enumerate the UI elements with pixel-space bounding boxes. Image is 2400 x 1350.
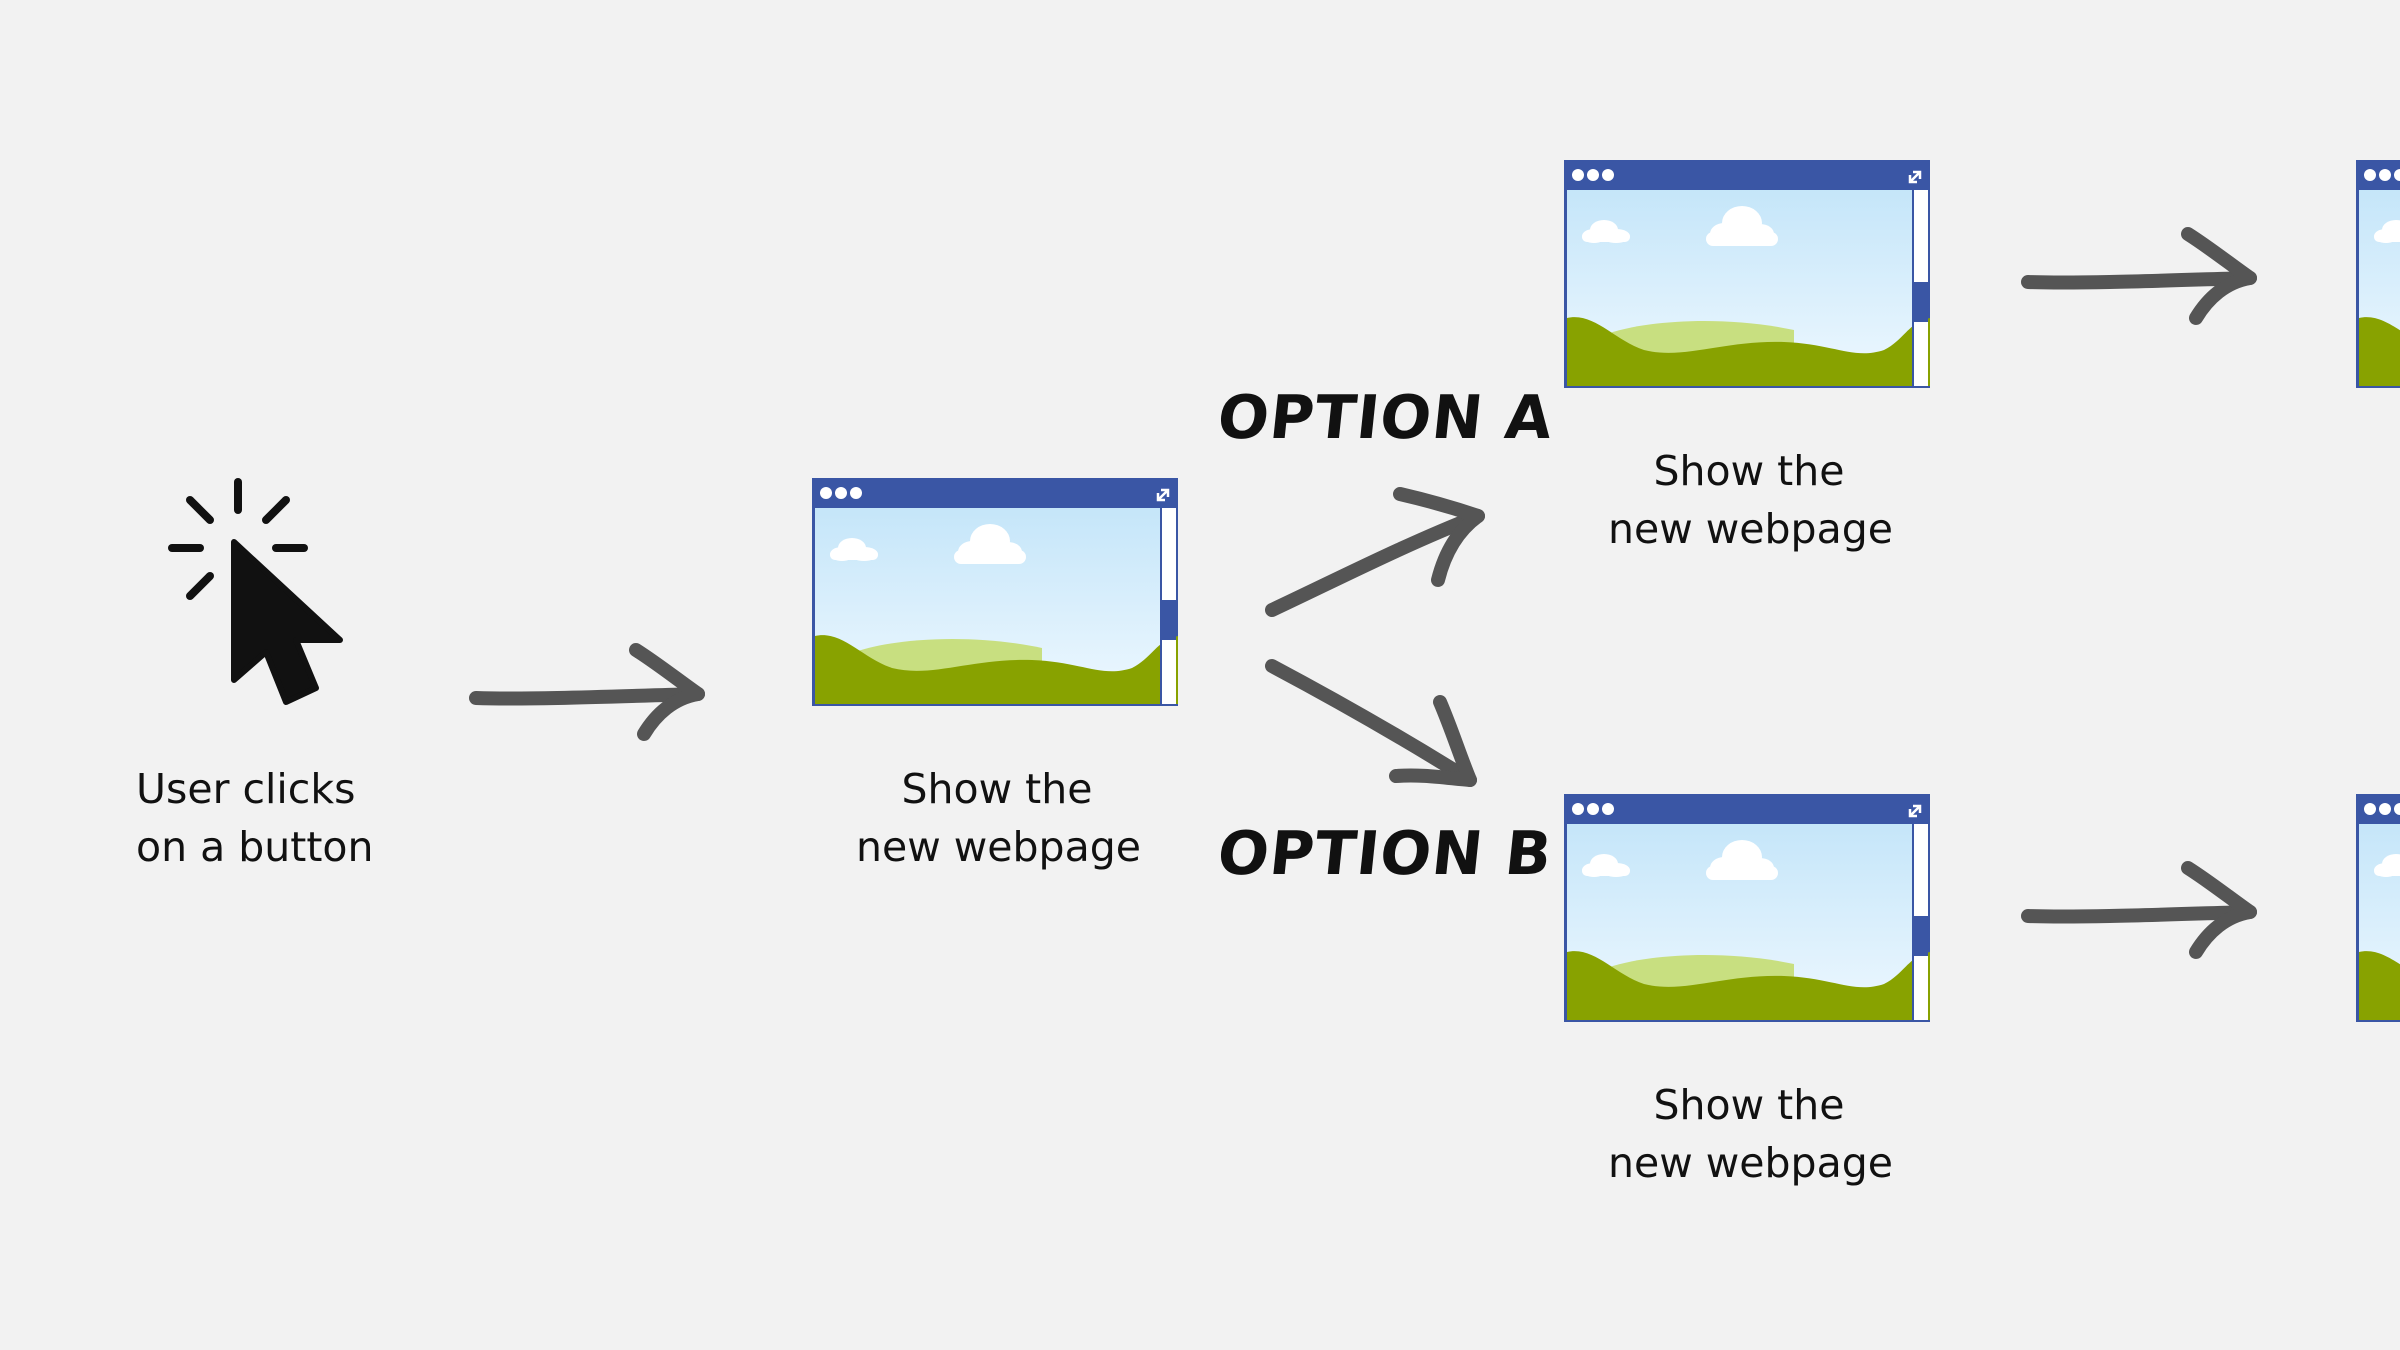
arrow-up-icon: [1256, 480, 1496, 630]
arrow-icon: [468, 634, 718, 754]
browser-window-icon: [1564, 794, 1930, 1022]
arrow-down-icon: [1256, 650, 1496, 800]
caption-user-clicks: User clicks on a button: [136, 765, 374, 871]
arrow-icon: [2020, 852, 2270, 972]
browser-window-icon: [812, 478, 1178, 706]
browser-window-icon: [1564, 160, 1930, 388]
browser-window-icon: [2356, 794, 2400, 1022]
caption-show-a: Show the new webpage: [1608, 447, 1893, 553]
option-a-label: OPTION A: [1214, 383, 1557, 453]
option-b-label: OPTION B: [1214, 819, 1556, 889]
caption-show-b: Show the new webpage: [1608, 1081, 1893, 1187]
caption-show-initial: Show the new webpage: [856, 765, 1141, 871]
browser-window-icon: [2356, 160, 2400, 388]
arrow-icon: [2020, 218, 2270, 338]
click-cursor-icon: [160, 470, 350, 710]
